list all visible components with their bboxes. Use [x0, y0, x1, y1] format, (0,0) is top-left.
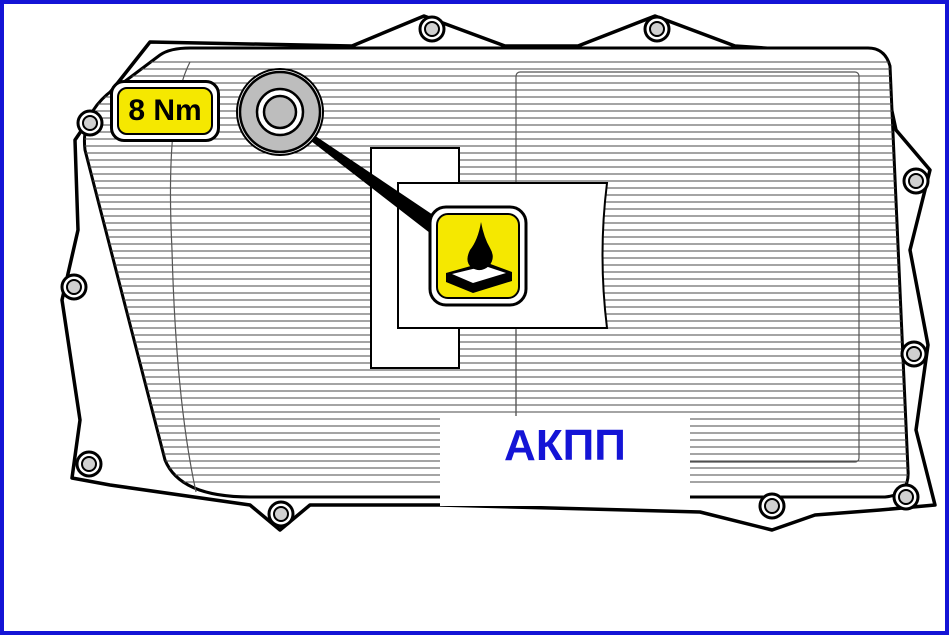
torque-badge: 8 Nm [110, 80, 220, 142]
torque-label: 8 Nm [117, 87, 213, 135]
bolt [60, 273, 88, 301]
bolt [902, 167, 930, 195]
bolt [643, 15, 671, 43]
bolt [76, 109, 104, 137]
bolt [900, 340, 928, 368]
bolt [267, 500, 295, 528]
bolt [75, 450, 103, 478]
transmission-caption: АКПП [504, 421, 626, 470]
bolt [758, 492, 786, 520]
oil-drop-icon [428, 205, 528, 307]
bolt [892, 483, 920, 511]
drain-plug-icon [236, 68, 324, 156]
flange-bolts [60, 15, 930, 528]
bolt [418, 15, 446, 43]
caption-backdrop [440, 416, 690, 506]
